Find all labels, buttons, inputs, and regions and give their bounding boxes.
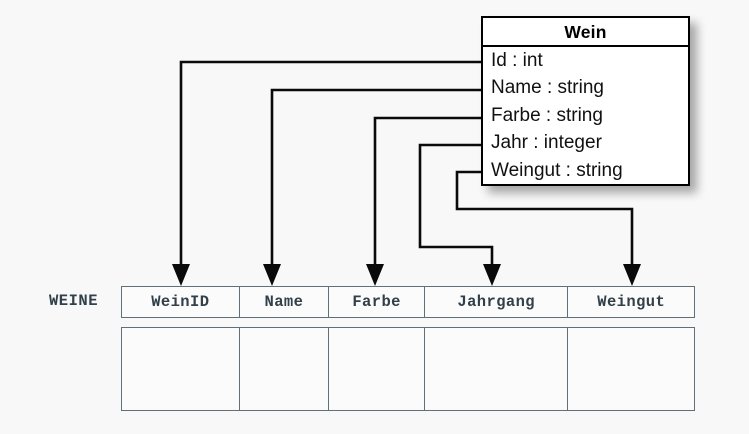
arrow-head-icon	[623, 264, 641, 286]
arrow-head-icon	[483, 264, 501, 286]
table-header-cell-jahrgang[interactable]: Jahrgang	[425, 287, 569, 317]
connector-name-to-name	[263, 88, 481, 286]
connector-id-to-weinid	[172, 60, 481, 286]
uml-attribute-weingut[interactable]: Weingut : string	[491, 159, 623, 181]
connector-weingut-to-weingut	[455, 170, 641, 286]
arrow-head-icon	[172, 264, 190, 286]
uml-attribute-name[interactable]: Name : string	[491, 77, 604, 99]
arrow-head-icon	[366, 264, 384, 286]
relation-table: WeinID Name Farbe Jahrgang Weingut	[121, 286, 695, 411]
table-row	[121, 327, 695, 411]
table-cell-farbe[interactable]	[329, 328, 425, 410]
uml-attribute-jahr[interactable]: Jahr : integer	[491, 132, 602, 154]
uml-class-box[interactable]: Wein Id : int Name : string Farbe : stri…	[481, 16, 690, 186]
relation-name-label: WEINE	[49, 292, 99, 310]
table-header-cell-name[interactable]: Name	[240, 287, 330, 317]
table-header-cell-weinid[interactable]: WeinID	[122, 287, 240, 317]
uml-attribute-farbe[interactable]: Farbe : string	[491, 104, 603, 126]
uml-attribute-list: Id : int Name : string Farbe : string Ja…	[483, 47, 688, 184]
uml-attribute-id[interactable]: Id : int	[491, 50, 543, 71]
table-cell-weinid[interactable]	[122, 328, 240, 410]
connector-farbe-to-farbe	[366, 116, 481, 286]
uml-class-title: Wein	[483, 18, 688, 47]
table-cell-name[interactable]	[240, 328, 330, 410]
table-cell-weingut[interactable]	[568, 328, 694, 410]
table-header-cell-weingut[interactable]: Weingut	[597, 293, 666, 311]
table-header-row: WeinID Name Farbe Jahrgang Weingut	[121, 286, 695, 318]
table-header-cell-farbe[interactable]: Farbe	[329, 287, 425, 317]
table-cell-jahrgang[interactable]	[425, 328, 569, 410]
arrow-head-icon	[263, 264, 281, 286]
